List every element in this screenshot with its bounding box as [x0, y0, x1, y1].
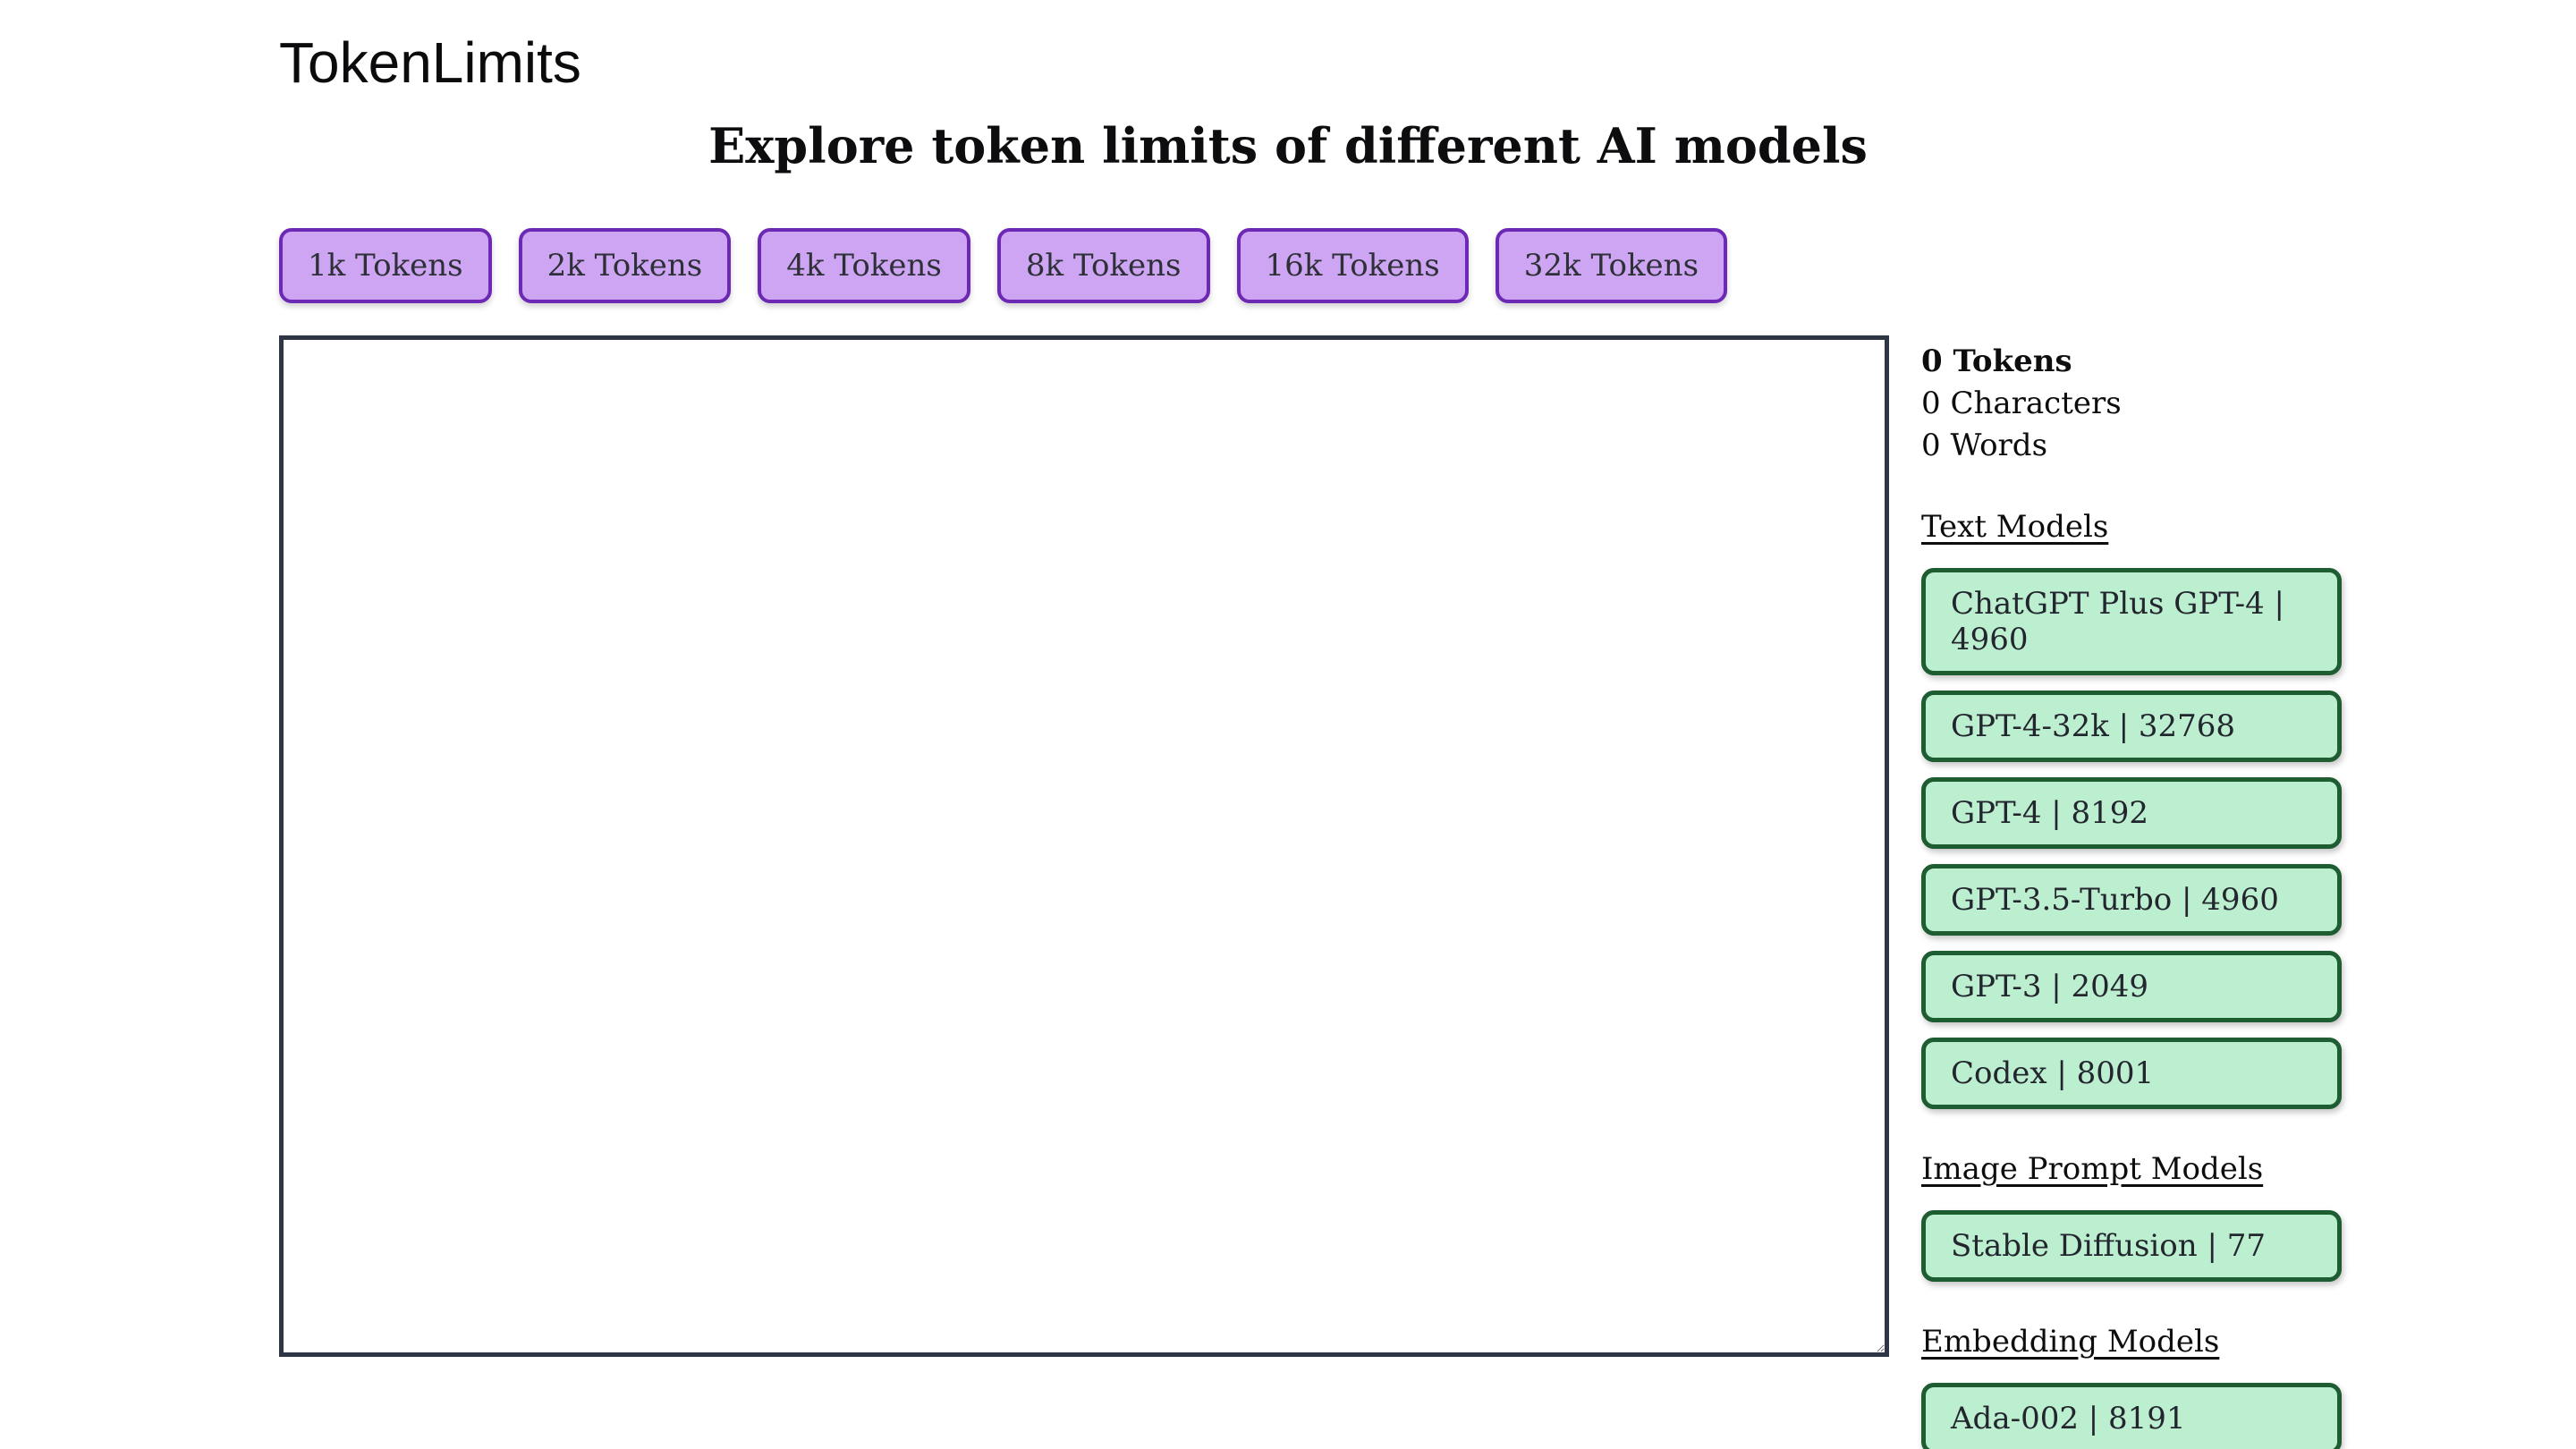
- section-heading-text-models: Text Models: [1921, 508, 2109, 545]
- model-badge-gpt35-turbo: GPT-3.5-Turbo | 4960: [1921, 863, 2342, 936]
- token-button-4k[interactable]: 4k Tokens: [758, 227, 970, 303]
- section-heading-image-prompt-models: Image Prompt Models: [1921, 1150, 2264, 1187]
- content-area: 1k Tokens 2k Tokens 4k Tokens 8k Tokens …: [279, 227, 2576, 1449]
- stat-token-count: 0 Tokens: [1921, 343, 2072, 379]
- model-badge-gpt4: GPT-4 | 8192: [1921, 776, 2342, 849]
- token-button-2k[interactable]: 2k Tokens: [518, 227, 732, 303]
- text-input[interactable]: [279, 335, 1889, 1357]
- model-sidebar: 0 Tokens 0 Characters 0 Words Text Model…: [1921, 335, 2342, 1449]
- stats-block: 0 Tokens 0 Characters 0 Words: [1921, 341, 2342, 467]
- page-subtitle: Explore token limits of different AI mod…: [708, 116, 1868, 174]
- section-image-prompt-models: Image Prompt Models Stable Diffusion | 7…: [1921, 1148, 2342, 1282]
- model-badge-stable-diffusion: Stable Diffusion | 77: [1921, 1209, 2342, 1282]
- section-embedding-models: Embedding Models Ada-002 | 8191: [1921, 1321, 2342, 1449]
- section-heading-embedding-models: Embedding Models: [1921, 1323, 2220, 1360]
- token-button-16k[interactable]: 16k Tokens: [1236, 227, 1469, 303]
- page-title: TokenLimits: [279, 30, 581, 95]
- token-button-1k[interactable]: 1k Tokens: [279, 227, 492, 303]
- token-button-32k[interactable]: 32k Tokens: [1495, 227, 1728, 303]
- model-badge-gpt4-32k: GPT-4-32k | 32768: [1921, 690, 2342, 762]
- token-button-row: 1k Tokens 2k Tokens 4k Tokens 8k Tokens …: [279, 227, 2576, 303]
- model-badge-gpt3: GPT-3 | 2049: [1921, 950, 2342, 1022]
- model-badge-ada-002: Ada-002 | 8191: [1921, 1382, 2342, 1449]
- main-row: 0 Tokens 0 Characters 0 Words Text Model…: [279, 335, 2576, 1449]
- stat-word-count: 0 Words: [1921, 427, 2048, 463]
- section-text-models: Text Models ChatGPT Plus GPT-4 | 4960 GP…: [1921, 506, 2342, 1109]
- model-badge-codex: Codex | 8001: [1921, 1037, 2342, 1109]
- model-badge-chatgpt-plus-gpt4: ChatGPT Plus GPT-4 | 4960: [1921, 567, 2342, 675]
- stat-character-count: 0 Characters: [1921, 385, 2122, 421]
- token-button-8k[interactable]: 8k Tokens: [996, 227, 1210, 303]
